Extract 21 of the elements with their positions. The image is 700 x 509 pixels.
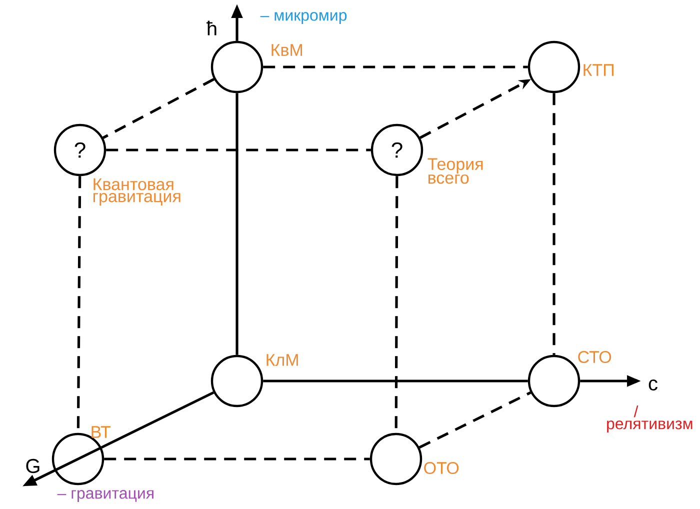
node-label: КвМ [272, 44, 302, 56]
node-label: ОТО [424, 462, 459, 474]
node-label: Теория всего [428, 158, 483, 184]
line [263, 380, 528, 382]
line [100, 391, 214, 449]
dashed-line [418, 391, 532, 449]
node-label: КТП [584, 64, 614, 76]
node-label: Квантовая гравитация [93, 178, 180, 206]
node-label: ВТ [92, 426, 110, 438]
axis-label: ħ [206, 20, 216, 36]
node-label: СТО [578, 350, 612, 364]
dashed-line [552, 93, 556, 355]
dashed-line [102, 78, 215, 139]
dashed-line [106, 148, 371, 152]
axis-caption: / релятивизм [607, 406, 692, 432]
node-label: КлМ [266, 354, 298, 366]
axis-label: c [648, 380, 658, 390]
line [236, 93, 238, 355]
axis-caption: – микромир [260, 12, 347, 24]
dashed-line [263, 66, 528, 68]
dashed-line [104, 458, 370, 460]
